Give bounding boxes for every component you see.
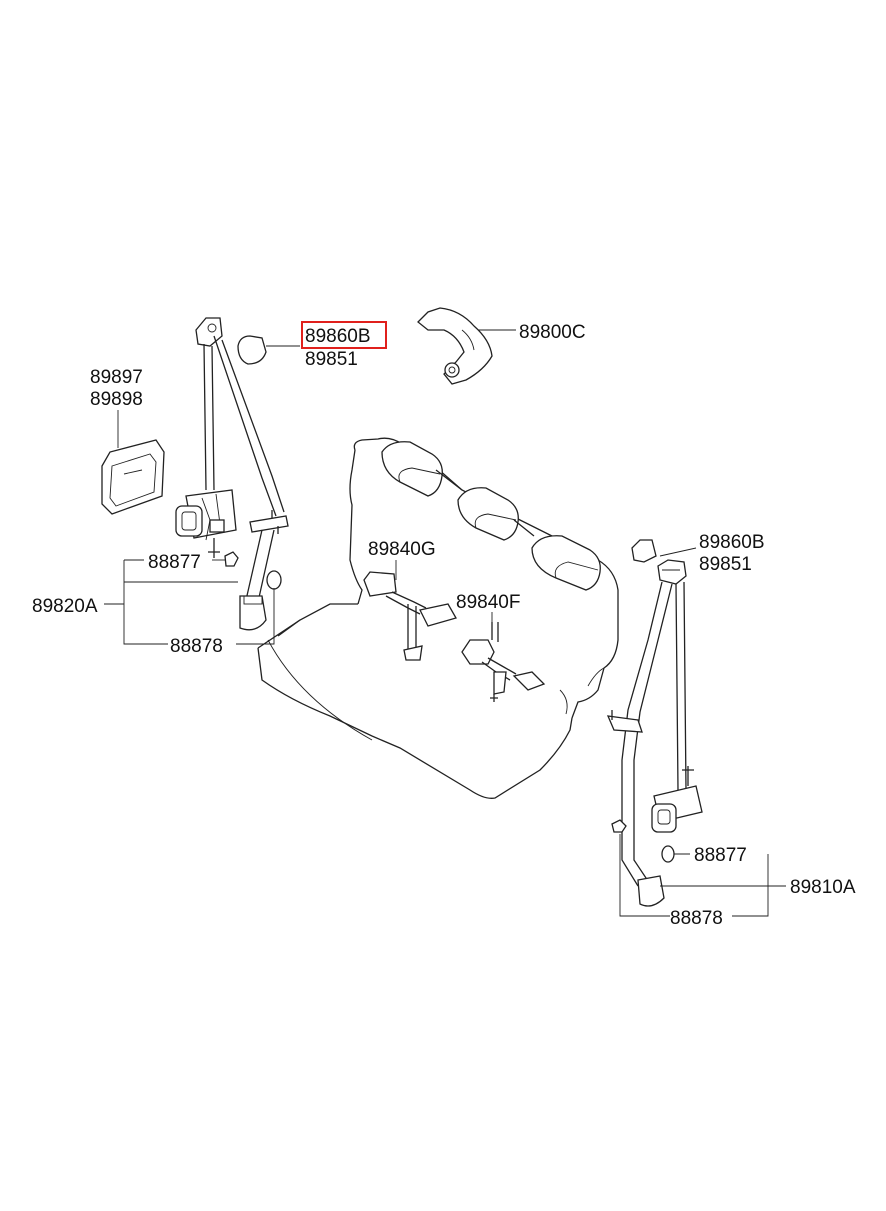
right-seat-belt-assembly [606,539,703,907]
label-trim-b[interactable]: 89898 [90,389,143,410]
center-buckle-g [363,571,457,661]
headrest-left [381,441,443,497]
label-top-cover-alt[interactable]: 89851 [305,349,358,370]
leader-lines [104,329,786,917]
label-right-bolt[interactable]: 88878 [670,908,723,929]
label-trim-a[interactable]: 89897 [90,367,143,388]
center-buckle-f [461,622,546,702]
headrest-right [531,535,601,591]
label-bracket[interactable]: 89800C [519,322,586,343]
left-seat-belt-assembly [175,317,289,631]
highlight-box [301,321,387,349]
headrest-center [457,487,519,541]
label-right-cover-alt[interactable]: 89851 [699,554,752,575]
label-left-nut[interactable]: 88877 [148,552,201,573]
label-left-assy[interactable]: 89820A [32,596,98,617]
belt-cover-top [237,335,267,365]
label-left-bolt[interactable]: 88878 [170,636,223,657]
label-buckle-f[interactable]: 89840F [456,592,520,613]
bracket-89800c [417,307,493,385]
trim-cover [101,439,165,515]
rear-seat-back [257,437,619,799]
label-top-cover[interactable]: 89860B [305,326,371,347]
label-right-nut[interactable]: 88877 [694,845,747,866]
label-buckle-g[interactable]: 89840G [368,539,436,560]
headrest-connector [435,469,535,537]
label-right-assy[interactable]: 89810A [790,877,856,898]
label-right-cover[interactable]: 89860B [699,532,765,553]
